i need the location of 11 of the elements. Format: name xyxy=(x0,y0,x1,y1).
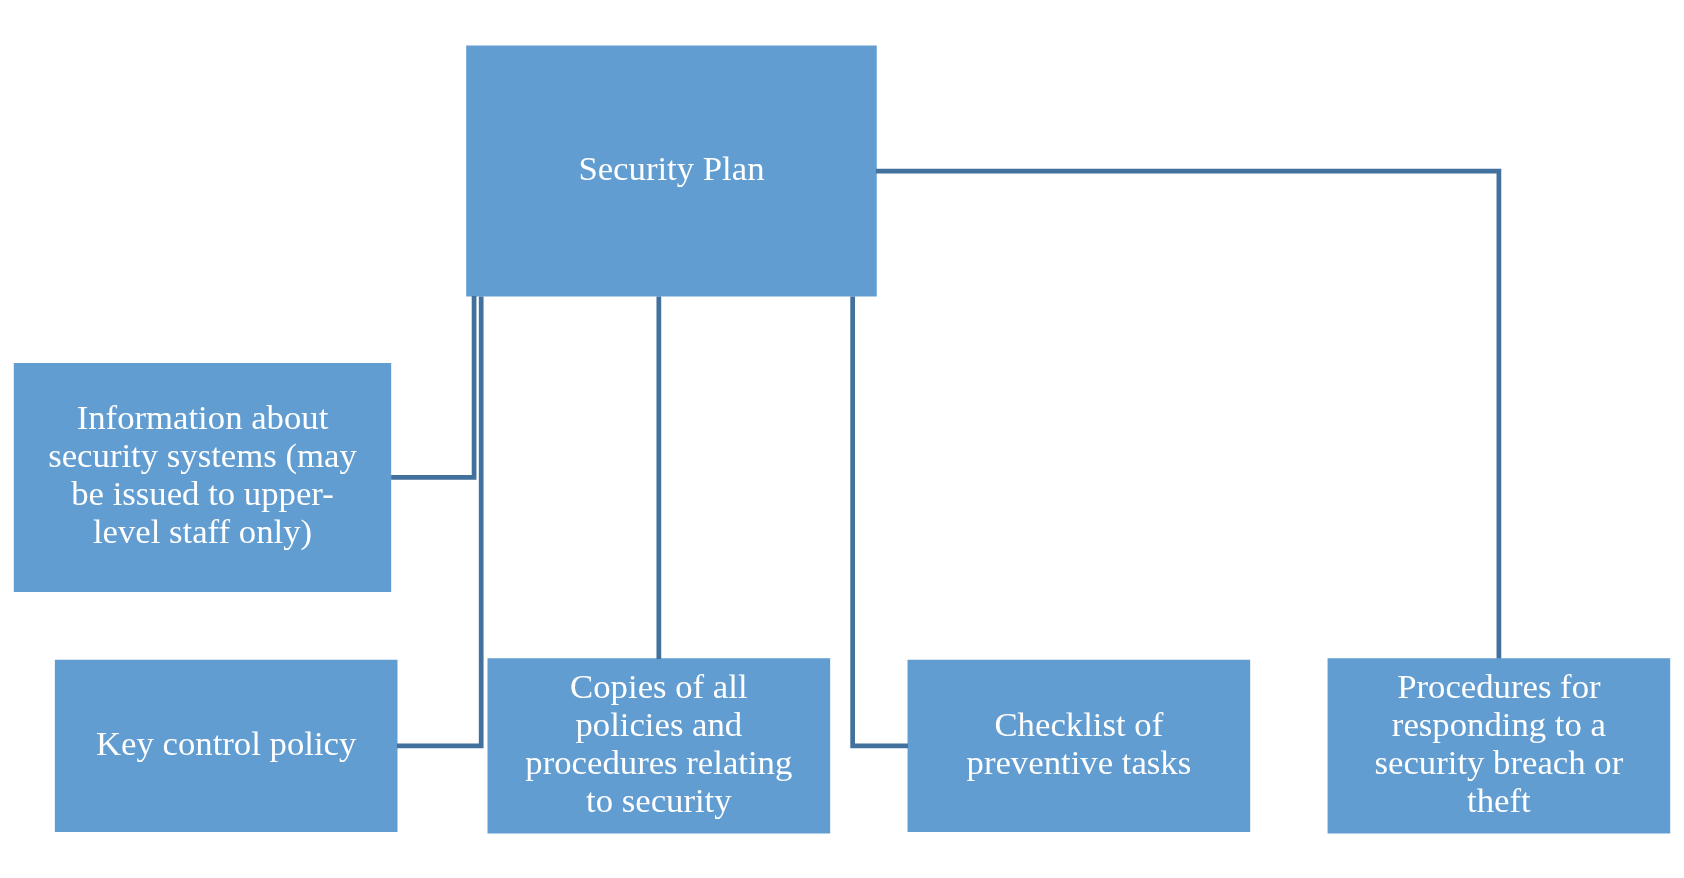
connector xyxy=(850,296,908,748)
node-box: Procedures for responding to a security breach or theft xyxy=(1327,657,1671,833)
connector xyxy=(397,296,484,748)
node-box: Information about security systems (may be issued to upper-level staff only) xyxy=(13,362,392,592)
node-box: Key control policy xyxy=(54,659,398,832)
connector xyxy=(876,168,1502,659)
connector xyxy=(656,296,662,659)
node-box: Copies of all policies and procedures relating to security xyxy=(487,657,831,833)
connector xyxy=(391,295,477,480)
node-box: Security Plan xyxy=(466,45,877,297)
node-box: Checklist of preventive tasks xyxy=(907,659,1251,832)
